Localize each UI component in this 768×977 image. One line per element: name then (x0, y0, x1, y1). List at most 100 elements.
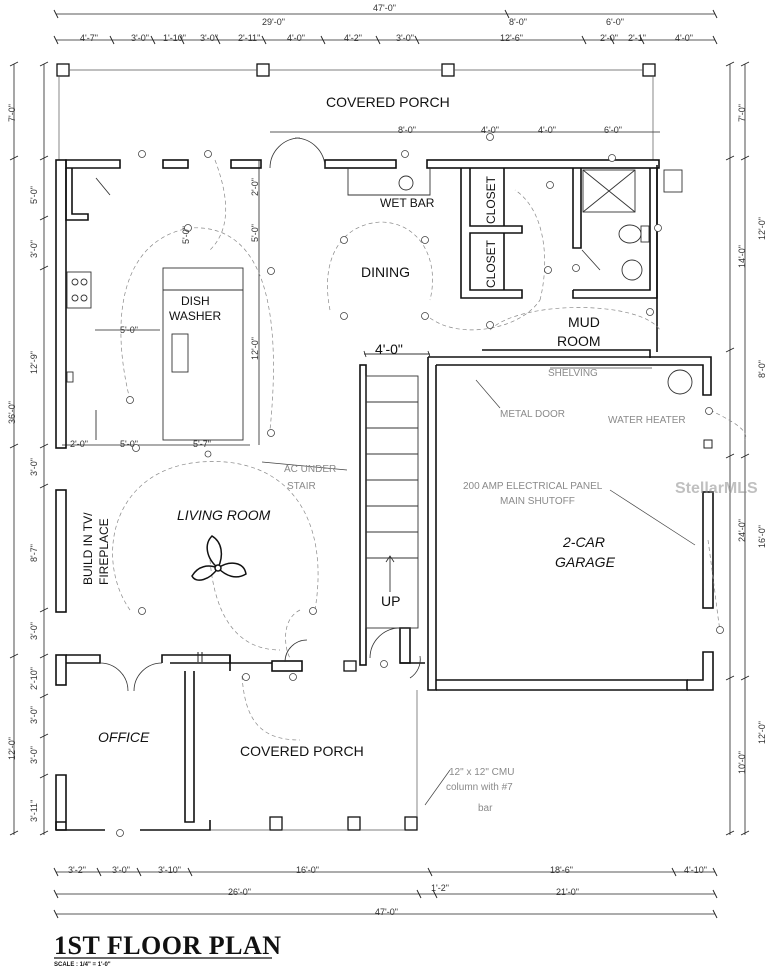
dim-inner-top-1: 8'-0" (398, 125, 416, 135)
dim-top-right: 6'-0" (606, 17, 624, 27)
dim-kitchen-v-2: 5'-0" (250, 224, 260, 242)
note-column-line1: 12" x 12" CMU (449, 767, 515, 778)
dim-left-12: 12'-0" (7, 737, 17, 760)
dim-top-left-group: 29'-0" (262, 17, 285, 27)
dim-bottom-4: 16'-0" (296, 865, 319, 875)
dim-left-8: 3'-0" (29, 622, 39, 640)
dishwasher-label-line2: WASHER (169, 309, 222, 323)
mud-room-label-line1: MUD (568, 314, 600, 330)
dim-top-2: 3'-0" (131, 33, 149, 43)
dim-kitchen-island: 5'-0" (181, 226, 191, 244)
dim-bottom-overall: 47'-0" (375, 907, 398, 917)
dim-kitchen-v-3: 12'-0" (250, 337, 260, 360)
drawing-title: 1ST FLOOR PLAN (54, 931, 282, 960)
garage-label-line1: 2-CAR (563, 534, 606, 550)
dim-top-1: 4'-7" (80, 33, 98, 43)
note-ac-under: AC UNDER (284, 464, 337, 475)
dim-top-10: 2'-0" (600, 33, 618, 43)
note-metal-door: METAL DOOR (500, 409, 566, 420)
bath-fixtures (347, 168, 693, 395)
dim-top-12: 4'-0" (675, 33, 693, 43)
dim-inner-top-4: 6'-0" (604, 125, 622, 135)
note-column-line3: bar (478, 803, 493, 814)
dim-bottom-6: 4'-10" (684, 865, 707, 875)
mud-room-label-line2: ROOM (557, 333, 601, 349)
dim-bottom-5: 18'-6" (550, 865, 573, 875)
dim-left-5: 36'-0" (7, 401, 17, 424)
dim-top-5: 2'-11" (238, 33, 261, 43)
stairs (363, 350, 431, 629)
dim-left-11: 3'-0" (29, 746, 39, 764)
ceiling-fan-icon (191, 535, 247, 581)
dim-kitchen-h-4: 5'-7" (193, 439, 211, 449)
porch-columns (56, 63, 656, 831)
dim-right-3: 14'-0" (737, 245, 747, 268)
dim-top-6: 4'-0" (287, 33, 305, 43)
dim-top-9: 12'-6" (500, 33, 523, 43)
closet-1-label: CLOSET (484, 175, 498, 224)
stair-width-label: 4'-0" (375, 341, 403, 357)
dim-right-1: 7'-0" (737, 104, 747, 122)
office-label: OFFICE (98, 729, 150, 745)
note-column-line2: column with #7 (446, 782, 513, 793)
drawing-scale: SCALE : 1/4" = 1'-0" (54, 962, 111, 968)
covered-porch-top-label: COVERED PORCH (326, 94, 450, 110)
dim-kitchen-h-3: 5'-0" (120, 439, 138, 449)
dim-left-6: 3'-0" (29, 458, 39, 476)
garage-label-line2: GARAGE (555, 554, 615, 570)
note-main-shutoff: MAIN SHUTOFF (500, 496, 575, 507)
dim-right-2: 12'-0" (757, 217, 767, 240)
living-room-label: LIVING ROOM (177, 507, 271, 523)
dim-left-10: 3'-0" (29, 706, 39, 724)
walls (55, 159, 714, 831)
dim-left-13: 3'-11" (29, 799, 39, 822)
dim-top-overall: 47'-0" (373, 3, 396, 13)
dim-bottom-3: 3'-10" (158, 865, 181, 875)
dim-kitchen-v-1: 2'-0" (250, 178, 260, 196)
dim-inner-top-2: 4'-0" (481, 125, 499, 135)
dim-top-4: 3'-0" (200, 33, 218, 43)
note-shelving: SHELVING (548, 368, 598, 379)
stair-up-label: UP (381, 593, 401, 609)
dim-bottom-1: 3'-2" (68, 865, 86, 875)
note-electrical-panel: 200 AMP ELECTRICAL PANEL (463, 481, 603, 492)
dim-top-11: 2'-1" (628, 33, 646, 43)
kitchen-fixtures (66, 177, 244, 441)
dim-top-7: 4'-2" (344, 33, 362, 43)
note-stair: STAIR (287, 481, 316, 492)
covered-porch-bottom-label: COVERED PORCH (240, 743, 364, 759)
dim-bottom-mid-1: 26'-0" (228, 887, 251, 897)
dim-left-2: 5'-0" (29, 186, 39, 204)
dim-inner-top-3: 4'-0" (538, 125, 556, 135)
note-water-heater: WATER HEATER (608, 415, 686, 426)
porch-outline (58, 69, 654, 831)
wet-bar-label: WET BAR (380, 196, 435, 210)
fireplace-label: FIREPLACE (97, 518, 111, 585)
dim-bottom-2: 3'-0" (112, 865, 130, 875)
watermark: StellarMLS (675, 480, 758, 497)
dim-left-1: 7'-0" (7, 104, 17, 122)
dim-top-3: 1'-10" (163, 33, 186, 43)
dim-right-6: 16'-0" (757, 525, 767, 548)
closet-2-label: CLOSET (484, 239, 498, 288)
dim-top-mid: 8'-0" (509, 17, 527, 27)
dimension-lines (13, 13, 746, 915)
dim-right-7: 10'-0" (737, 751, 747, 774)
dim-left-7: 8'-7" (29, 544, 39, 562)
dim-left-3: 3'-0" (29, 240, 39, 258)
dim-right-8: 12'-0" (757, 721, 767, 744)
built-in-tv-label: BUILD IN TV/ (81, 512, 95, 585)
dim-left-4: 12'-9" (29, 351, 39, 374)
dim-right-4: 8'-0" (757, 360, 767, 378)
dim-kitchen-h-2: 2'-0" (70, 439, 88, 449)
dim-right-5: 24'-0" (737, 519, 747, 542)
dimension-ticks (9, 9, 750, 919)
dining-label: DINING (361, 264, 410, 280)
dim-bottom-mid-2: 1'-2" (431, 883, 449, 893)
doors (99, 137, 601, 692)
dishwasher-label-line1: DISH (181, 294, 210, 308)
misc-symbols (197, 439, 713, 662)
outlets (116, 133, 724, 837)
